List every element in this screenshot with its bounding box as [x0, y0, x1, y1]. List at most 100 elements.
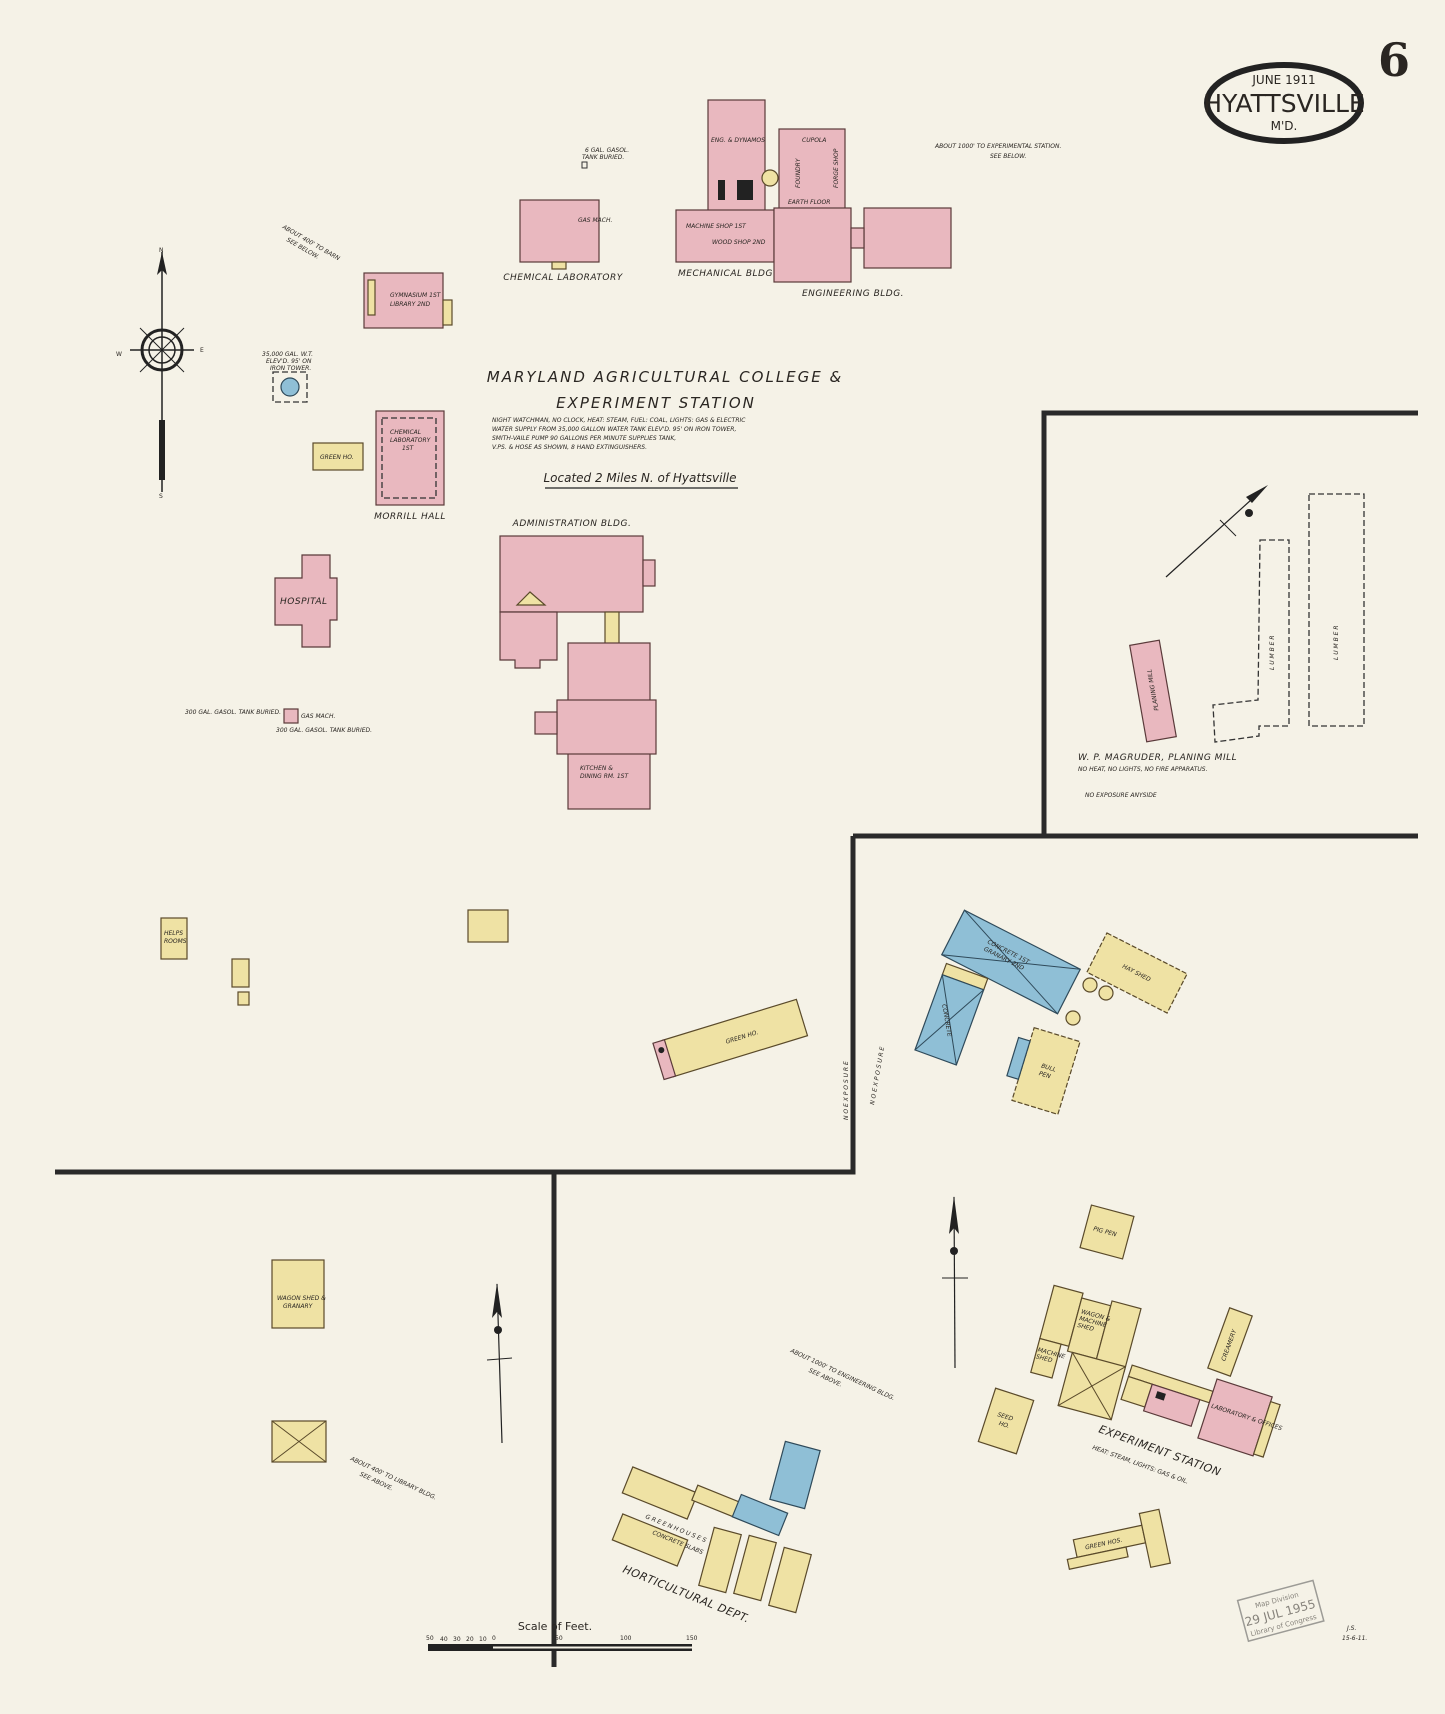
- panel-borders: [55, 410, 1418, 1667]
- label-mechanical-bldg: MECHANICAL BLDG.: [678, 269, 776, 279]
- svg-text:GRANARY: GRANARY: [283, 1303, 314, 1310]
- label-administration-bldg: ADMINISTRATION BLDG.: [512, 519, 632, 529]
- svg-text:GYMNASIUM 1ST: GYMNASIUM 1ST: [390, 292, 442, 299]
- label-magruder: W. P. MAGRUDER, PLANING MILL: [1078, 753, 1237, 763]
- svg-text:ELEV'D. 95' ON: ELEV'D. 95' ON: [266, 358, 312, 365]
- svg-text:1ST: 1ST: [402, 445, 415, 452]
- north-arrow: [942, 1196, 968, 1369]
- svg-text:KITCHEN &: KITCHEN &: [580, 765, 613, 772]
- building-horticultural-dept: G R E E N H O U S E S CONCRETE SLABS HOR…: [611, 1440, 821, 1626]
- svg-text:100: 100: [620, 1635, 632, 1642]
- building-morrill-hall: CHEMICAL LABORATORY 1ST MORRILL HALL: [374, 410, 446, 522]
- label-chemical-laboratory: CHEMICAL LABORATORY: [503, 273, 623, 283]
- svg-text:35,000 GAL. W.T.: 35,000 GAL. W.T.: [262, 351, 313, 358]
- library-stamp: Map Division 29 JUL 1955 Library of Cong…: [1236, 1579, 1325, 1643]
- small-building: [467, 909, 509, 943]
- note-to-library: ABOUT 400' TO LIBRARY BLDG. SEE ABOVE.: [348, 1455, 437, 1502]
- label-horticultural-dept: HORTICULTURAL DEPT.: [621, 1563, 752, 1626]
- building-mechanical: ENG. & DYNAMOS MACHINE SHOP 1ST WOOD SHO…: [675, 99, 776, 279]
- svg-text:10: 10: [479, 1636, 487, 1643]
- svg-text:FORGE SHOP: FORGE SHOP: [833, 148, 840, 188]
- building-green-houses-east: GREEN HOS.: [1066, 1508, 1172, 1570]
- survey-date: 15-6-11.: [1342, 1635, 1367, 1642]
- building-gymnasium-library: GYMNASIUM 1ST LIBRARY 2ND: [363, 272, 453, 329]
- svg-text:CUPOLA: CUPOLA: [802, 137, 826, 144]
- svg-text:300 GAL. GASOL. TANK BURIED.: 300 GAL. GASOL. TANK BURIED.: [276, 727, 372, 734]
- north-arrow: [486, 1283, 513, 1444]
- svg-text:WAGON SHED &: WAGON SHED &: [277, 1295, 326, 1302]
- svg-text:30: 30: [453, 1636, 461, 1643]
- location-note: Located 2 Miles N. of Hyattsville: [543, 471, 736, 485]
- svg-text:BULL: BULL: [1040, 1063, 1057, 1074]
- label-engineering-bldg: ENGINEERING BLDG.: [802, 289, 904, 299]
- title-note: V.PS. & HOSE AS SHOWN, 8 HAND EXTINGUISH…: [492, 444, 647, 451]
- title-note: SMITH-VAILE PUMP 90 GALLONS PER MINUTE S…: [492, 435, 676, 442]
- svg-text:300 GAL. GASOL. TANK BURIED.: 300 GAL. GASOL. TANK BURIED.: [185, 709, 281, 716]
- map-title-line2: EXPERIMENT STATION: [556, 394, 756, 412]
- svg-text:LABORATORY: LABORATORY: [390, 437, 432, 444]
- svg-text:50: 50: [555, 1635, 563, 1642]
- building-green-house-c: GREEN HO.: [312, 442, 364, 471]
- note-gasoline-tank: 6 GAL. GASOL.: [585, 147, 629, 154]
- cartouche-date: JUNE 1911: [1251, 73, 1315, 87]
- svg-text:LIBRARY 2ND: LIBRARY 2ND: [390, 301, 431, 308]
- compass-s: S: [159, 493, 163, 500]
- building-bull-pen: BULL PEN: [1006, 1026, 1081, 1116]
- svg-text:IRON TOWER.: IRON TOWER.: [270, 365, 311, 372]
- label-morrill-hall: MORRILL HALL: [374, 512, 446, 522]
- svg-text:SHED: SHED: [1035, 1353, 1053, 1364]
- svg-text:HO.: HO.: [998, 1420, 1011, 1430]
- building-helps-rooms: HELPS ROOMS: [160, 917, 188, 960]
- building-wagon-machine-shed: WAGON & MACHINE SHED MACHINE SHED: [1030, 1284, 1142, 1421]
- no-exposure-note: N O E X P O S U R E: [843, 1061, 850, 1120]
- small-building: [237, 991, 250, 1006]
- svg-text:EARTH FLOOR: EARTH FLOOR: [788, 199, 830, 206]
- svg-text:40: 40: [440, 1636, 448, 1643]
- building-hospital: HOSPITAL: [274, 554, 338, 648]
- svg-text:SHED: SHED: [1077, 1322, 1095, 1333]
- svg-text:GAS MACH.: GAS MACH.: [578, 217, 612, 224]
- scale-of-feet: Scale of Feet. 50 40 30 20 10 0 50 100 1…: [426, 1620, 698, 1651]
- note-gasoline-tank: TANK BURIED.: [582, 154, 624, 161]
- svg-text:GREEN HO.: GREEN HO.: [320, 454, 354, 461]
- svg-text:20: 20: [466, 1636, 474, 1643]
- north-arrow: [1165, 485, 1268, 578]
- svg-text:L U M B E R: L U M B E R: [1269, 635, 1276, 670]
- note-to-barn: ABOUT 400' TO BARN SEE BELOW.: [280, 223, 341, 262]
- building-wagon-shed-granary: WAGON SHED & GRANARY: [271, 1259, 326, 1329]
- svg-text:ENG. & DYNAMOS: ENG. & DYNAMOS: [711, 137, 765, 144]
- cartouche-state: M'D.: [1271, 119, 1298, 133]
- building-seed-house: SEED HO.: [977, 1387, 1035, 1455]
- svg-text:WOOD SHOP 2ND: WOOD SHOP 2ND: [712, 239, 766, 246]
- map-title-line1: MARYLAND AGRICULTURAL COLLEGE &: [487, 368, 843, 386]
- svg-text:HOSPITAL: HOSPITAL: [280, 597, 328, 607]
- no-exposure-note: N O E X P O S U R E: [869, 1046, 886, 1105]
- svg-text:CHEMICAL: CHEMICAL: [390, 429, 421, 436]
- building-laboratory-offices: LABORATORY & OFFICES: [1120, 1364, 1283, 1458]
- building-chemical-laboratory: GAS MACH. CHEMICAL LABORATORY: [503, 199, 623, 283]
- compass-w: W: [116, 351, 122, 358]
- svg-text:HELPS: HELPS: [164, 930, 183, 937]
- svg-text:DINING RM. 1ST: DINING RM. 1ST: [580, 773, 629, 780]
- building-engineering: CUPOLA FOUNDRY FORGE SHOP EARTH FLOOR EN…: [773, 128, 952, 299]
- svg-text:PEN: PEN: [1038, 1070, 1052, 1080]
- title-note: NIGHT WATCHMAN, NO CLOCK, HEAT: STEAM, F…: [492, 417, 746, 424]
- lumber-yard: L U M B E R L U M B E R: [1212, 493, 1365, 743]
- compass-e: E: [200, 347, 204, 354]
- building-unlabeled: [271, 1420, 327, 1463]
- svg-text:L U M B E R: L U M B E R: [1333, 625, 1340, 660]
- compass-rose: N S E W: [116, 247, 204, 500]
- no-exposure-anyside: NO EXPOSURE ANYSIDE: [1085, 792, 1157, 799]
- building-administration: ADMINISTRATION BLDG. KITCHEN & DINING RM…: [499, 519, 657, 810]
- water-tank: 35,000 GAL. W.T. ELEV'D. 95' ON IRON TOW…: [262, 351, 313, 403]
- building-hay-shed: HAY SHED: [1086, 932, 1188, 1014]
- note-to-experimental: SEE BELOW.: [990, 153, 1027, 160]
- svg-text:ABOUT 1000' TO ENGINEERING BLD: ABOUT 1000' TO ENGINEERING BLDG.: [788, 1347, 896, 1402]
- compass-n: N: [159, 247, 164, 254]
- note-to-experimental: ABOUT 1000' TO EXPERIMENTAL STATION.: [934, 143, 1061, 150]
- svg-text:Scale of Feet.: Scale of Feet.: [518, 1620, 592, 1633]
- title-note: WATER SUPPLY FROM 35,000 GALLON WATER TA…: [492, 426, 736, 433]
- title-block: MARYLAND AGRICULTURAL COLLEGE & EXPERIME…: [487, 368, 843, 489]
- small-building: [231, 958, 250, 988]
- sheet-number: 6: [1378, 33, 1410, 87]
